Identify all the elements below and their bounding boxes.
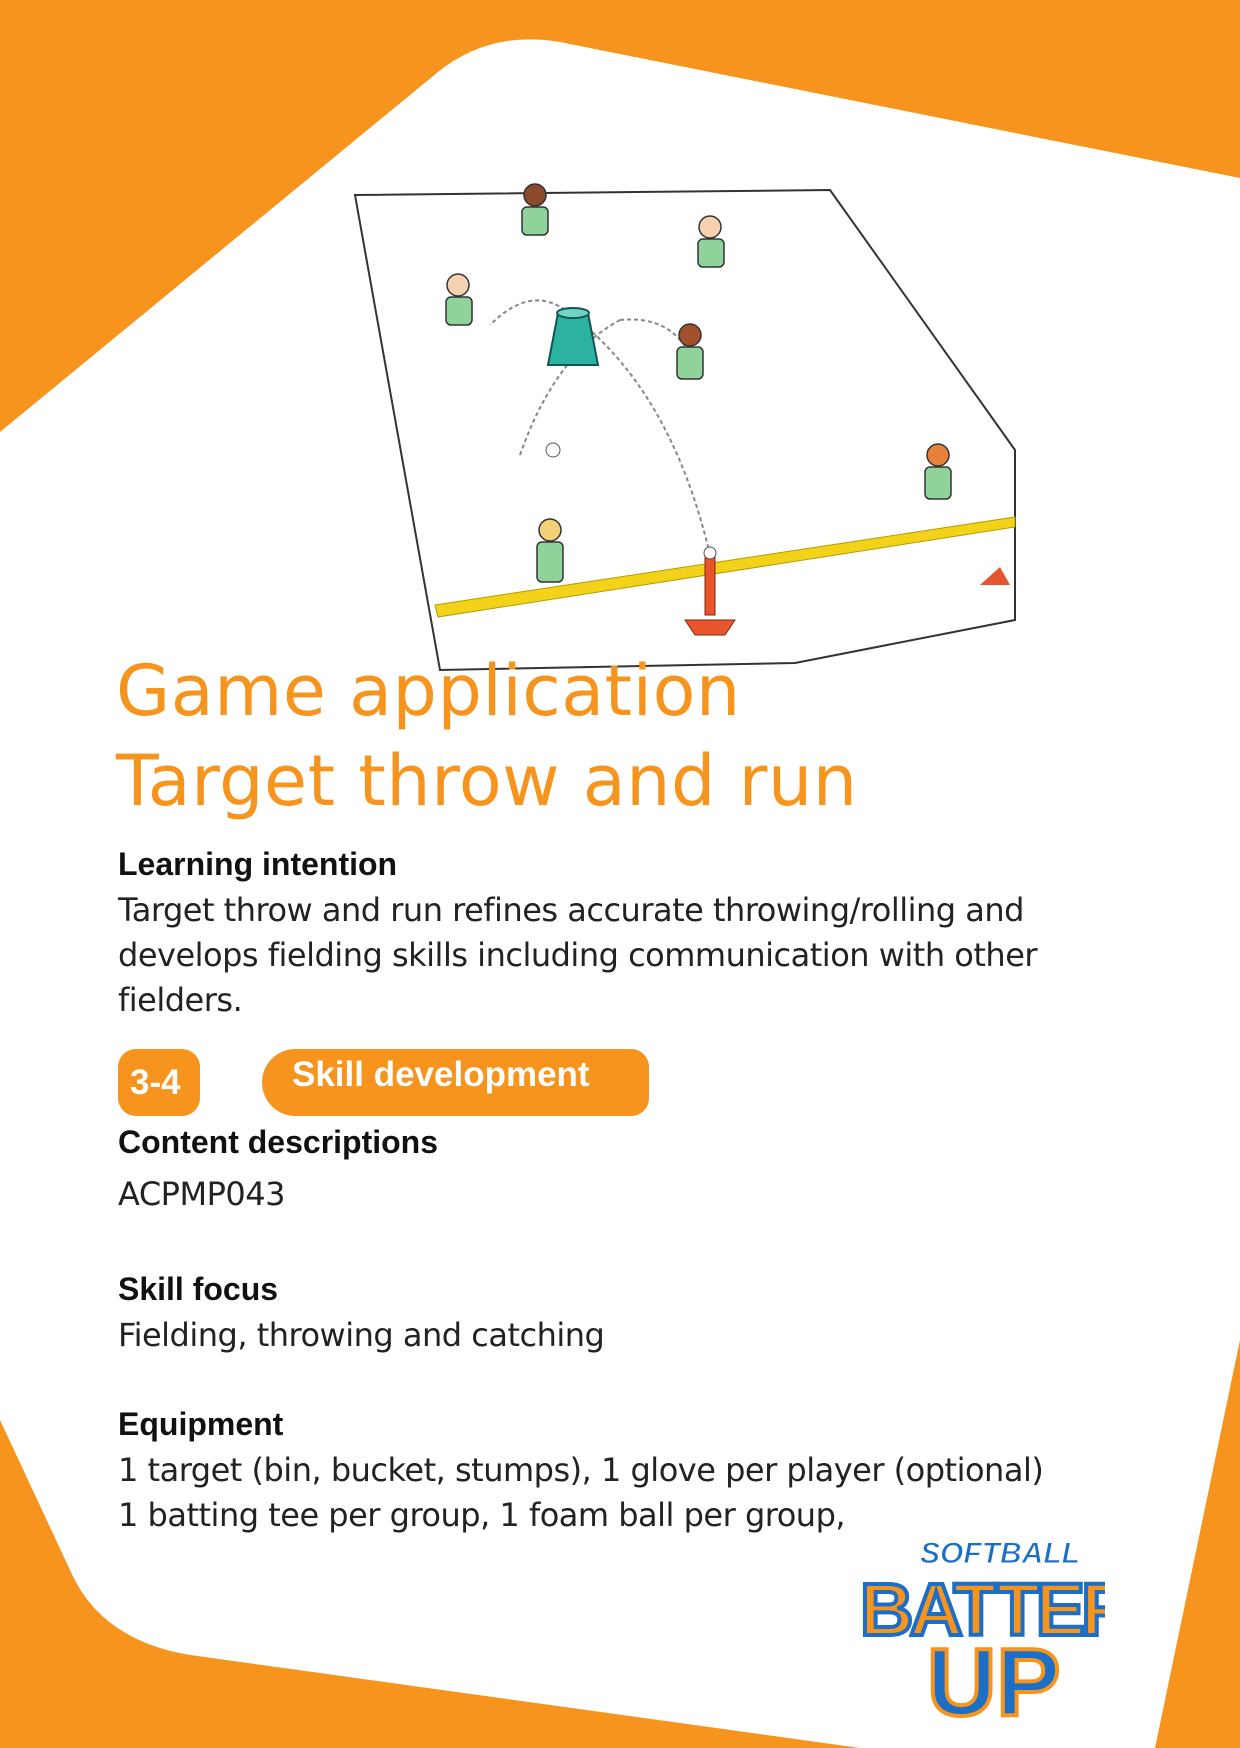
title-line-2: Target throw and run (116, 740, 858, 822)
title-line-1: Game application (116, 650, 741, 732)
content-descriptions-heading: Content descriptions (118, 1124, 439, 1160)
learning-intention-line-3: fielders. (118, 981, 243, 1019)
logo-line-2: BATTER (860, 1568, 1105, 1651)
skill-development-badge: Skill development (262, 1049, 649, 1116)
learning-intention-heading: Learning intention (118, 846, 398, 882)
years-badge: 3-4 (118, 1049, 200, 1116)
game-illustration (353, 183, 1016, 672)
logo-line-1: SOFTBALL (920, 1537, 1080, 1570)
equipment-line-2: 1 batting tee per group, 1 foam ball per… (118, 1496, 846, 1534)
equipment-line-1: 1 target (bin, bucket, stumps), 1 glove … (118, 1451, 1044, 1489)
content-description-code: ACPMP043 (118, 1175, 285, 1213)
equipment-heading: Equipment (118, 1406, 284, 1442)
skill-focus-heading: Skill focus (118, 1271, 279, 1307)
skill-focus-text: Fielding, throwing and catching (118, 1316, 605, 1354)
learning-intention-line-1: Target throw and run refines accurate th… (118, 891, 1024, 929)
softball-batter-up-logo: SOFTBALL BATTER UP (858, 1537, 1105, 1726)
logo-line-3: UP (927, 1629, 1060, 1725)
learning-intention-line-2: develops fielding skills including commu… (118, 936, 1038, 974)
